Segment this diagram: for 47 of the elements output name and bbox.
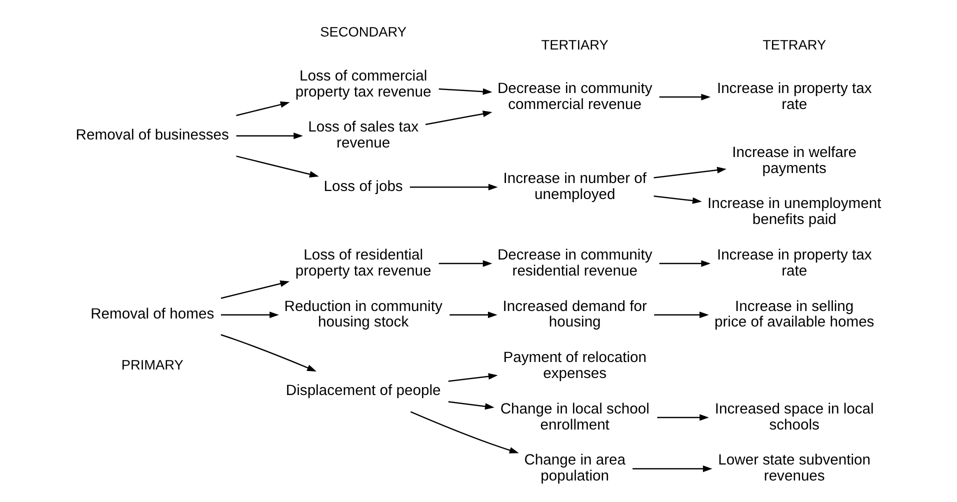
label: SECONDARY [320,24,407,40]
arrow [438,88,492,95]
arrow [220,312,279,318]
node-text: Loss of commercial property tax revenue [295,68,432,100]
arrow [438,260,492,267]
arrow [657,414,709,421]
node-text: Increase in number of unemployed [503,171,646,203]
arrow [410,184,498,190]
arrow [410,411,519,454]
node-text: Increased space in local schools [714,401,874,434]
node-text: Removal of homes [90,306,214,323]
arrow [236,132,303,140]
arrow [659,260,711,267]
arrow [236,101,290,116]
node-text: Increase in property tax rate [716,247,872,280]
node-text: Loss of residential property tax revenue [295,247,432,280]
node-text: Loss of sales tax revenue [308,120,418,152]
label: TERTIARY [541,37,608,52]
node-text: Change in area population [524,452,626,485]
arrow [450,312,498,318]
arrow [220,334,316,372]
node-text: Payment of relocation expenses [503,350,646,382]
node-text: Increased demand for housing [502,298,647,331]
arrow [654,196,702,204]
node-text: Lower state subvention revenues [718,452,871,485]
arrow [659,94,711,100]
node-text: Reduction in community housing stock [284,298,442,331]
label: TETRARY [762,37,826,52]
node-text: Increase in welfare payments [732,144,857,177]
arrow [220,280,290,299]
arrow [448,373,498,382]
node-text: Decrease in community residential revenue [497,247,652,280]
label: PRIMARY [121,358,184,373]
node-text: Increase in unemployment benefits paid [707,196,882,228]
node-text: Decrease in community commercial revenue [497,80,652,113]
node-text: Displacement of people [286,383,441,400]
arrow [654,166,726,178]
node-text: Increase in selling price of available homes [714,298,874,331]
node-text: Increase in property tax rate [716,80,872,113]
arrow [236,156,319,178]
node-text: Change in local school enrollment [500,401,650,434]
arrow [654,312,709,318]
arrow [448,401,494,410]
arrow [425,110,492,126]
arrow [632,466,712,472]
node-text: Removal of businesses [76,128,229,144]
node-text: Loss of jobs [324,179,403,196]
